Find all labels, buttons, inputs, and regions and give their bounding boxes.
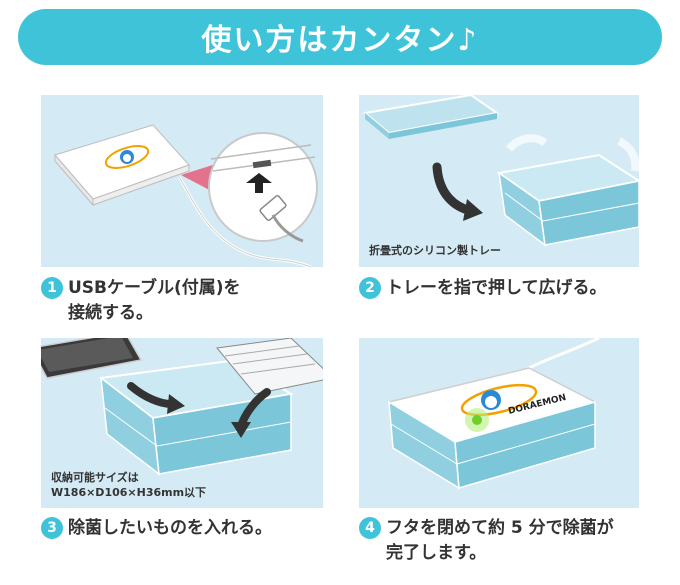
step-4-text: フタを閉めて約 5 分で除菌が 完了します。 [386,516,614,566]
step-4-line2: 完了します。 [386,543,487,563]
usb-connect-illustration [54,124,318,267]
step-3-line1: 除菌したいものを入れる。 [68,518,272,538]
step2-illustration: 折畳式のシリコン製トレー [359,95,639,267]
step-1-line2: 接続する。 [68,303,153,323]
size-note-line1: 収納可能サイズは [51,471,139,484]
tray-note: 折畳式のシリコン製トレー [369,244,501,257]
step-number-1: 1 [41,277,63,299]
sterilize-illustration: DORAEMON [387,338,600,490]
title-banner: 使い方はカンタン♪ [18,9,662,65]
step-3: 3 除菌したいものを入れる。 [41,516,341,541]
step-number-3: 3 [41,517,63,539]
size-note-line2: W186×D106×H36mm以下 [51,486,207,499]
step-number-4: 4 [359,517,381,539]
step3-illustration: 収納可能サイズは W186×D106×H36mm以下 [41,338,323,508]
step-number-2: 2 [359,277,381,299]
step-1: 1 USBケーブル(付属)を 接続する。 [41,276,331,326]
size-note: 収納可能サイズは W186×D106×H36mm以下 [51,470,206,500]
step1-illustration [41,95,323,267]
step-2-text: トレーを指で押して広げる。 [386,276,607,301]
step-1-text: USBケーブル(付属)を 接続する。 [68,276,241,326]
step-1-line1: USBケーブル(付属)を [68,278,241,298]
step-4: 4 フタを閉めて約 5 分で除菌が 完了します。 [359,516,659,566]
step-3-text: 除菌したいものを入れる。 [68,516,272,541]
page-title: 使い方はカンタン♪ [201,23,479,58]
tray-expand-illustration [362,95,639,247]
step-2: 2 トレーを指で押して広げる。 [359,276,659,301]
step-2-line1: トレーを指で押して広げる。 [386,278,607,298]
step4-illustration: DORAEMON [359,338,639,508]
step-4-line1: フタを閉めて約 5 分で除菌が [386,518,614,538]
insert-items-illustration [41,338,323,476]
